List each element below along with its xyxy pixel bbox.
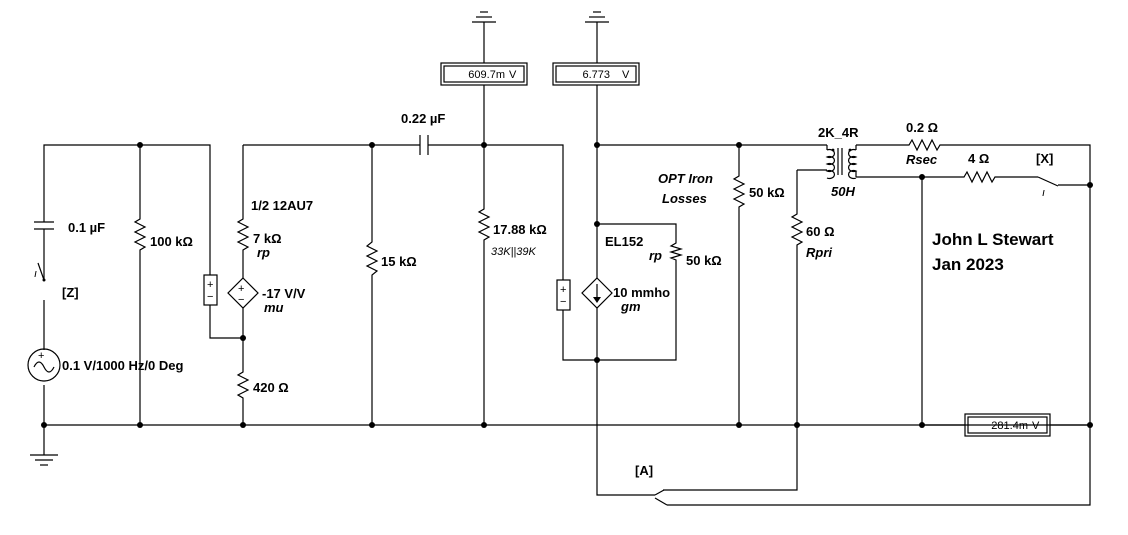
label-switch-x[interactable]: [X]: [1036, 151, 1053, 166]
label-r-grid2: 17.88 kΩ: [493, 222, 547, 237]
label-r-pri-tag: Rpri: [806, 245, 832, 260]
ground-symbol-bottom: [30, 425, 58, 466]
voltmeter-plate-value: 6.773: [582, 69, 610, 81]
ac-source: +: [27, 348, 61, 382]
label-transformer-l: 50H: [831, 184, 855, 199]
junction-dots: [41, 142, 1093, 428]
label-tube2-gm-tag: gm: [620, 299, 641, 314]
capacitor-input: [34, 221, 54, 240]
svg-text:ı: ı: [1042, 187, 1045, 199]
voltmeter-grid: 609.7m V: [440, 62, 528, 86]
switch-z[interactable]: ı: [34, 262, 46, 282]
voltmeter-grid-value: 609.7m: [468, 69, 505, 81]
voltmeter-output-unit: V: [1032, 420, 1040, 432]
voltmeter-plate: 6.773 V: [552, 62, 640, 86]
resistor-rp2: [668, 240, 684, 262]
sense-box-1: + −: [203, 274, 218, 306]
label-tube1-rp: 7 kΩ: [253, 231, 282, 246]
author-date: Jan 2023: [932, 255, 1004, 274]
voltmeter-grid-unit: V: [509, 69, 517, 81]
label-r-sec: 0.2 Ω: [906, 120, 938, 135]
wires: [43, 22, 1091, 506]
label-r-cathode: 420 Ω: [253, 380, 289, 395]
label-switch-a[interactable]: [A]: [635, 463, 653, 478]
resistor-rp1: [236, 215, 250, 255]
label-r-grid1: 100 kΩ: [150, 234, 193, 249]
label-r-load1: 15 kΩ: [381, 254, 417, 269]
label-tube2-gm: 10 mmho: [613, 285, 670, 300]
svg-text:−: −: [238, 294, 244, 306]
svg-text:+: +: [238, 283, 244, 295]
svg-text:+: +: [207, 279, 213, 291]
svg-text:+: +: [38, 350, 44, 362]
resistor-iron-loss: [732, 172, 746, 212]
svg-text:ı: ı: [34, 268, 37, 280]
label-tube2-rp-tag: rp: [649, 248, 662, 263]
sense-box-2: + −: [556, 279, 571, 311]
ground-symbol-meter2: [585, 11, 609, 23]
ground-symbol-meter1: [472, 11, 496, 23]
resistor-rpri: [790, 210, 804, 250]
voltmeter-output: 281.4m V: [964, 413, 1051, 437]
label-tube2-name: EL152: [605, 234, 643, 249]
label-r-grid2-note: 33K||39K: [491, 246, 537, 258]
label-r-iron: 50 kΩ: [749, 185, 785, 200]
label-c-input: 0.1 µF: [68, 220, 105, 235]
label-tube1-rp-tag: rp: [257, 245, 270, 260]
label-tube2-rp: 50 kΩ: [686, 253, 722, 268]
switch-a[interactable]: [654, 489, 668, 506]
resistor-17k88: [477, 205, 491, 245]
resistor-15k: [365, 238, 379, 280]
resistor-speaker: [960, 170, 1000, 184]
resistor-rsec: [905, 138, 945, 152]
label-tube1-mu-tag: mu: [264, 300, 284, 315]
output-transformer: [825, 145, 858, 180]
voltmeter-output-value: 281.4m: [991, 420, 1028, 432]
svg-text:+: +: [560, 284, 566, 296]
label-source: 0.1 V/1000 Hz/0 Deg: [62, 358, 183, 373]
label-tube1-name: 1/2 12AU7: [251, 198, 313, 213]
label-opt-line2: Losses: [662, 191, 707, 206]
label-opt-line1: OPT Iron: [658, 171, 713, 186]
vccs-gm-source: [581, 277, 613, 309]
label-transformer: 2K_4R: [818, 125, 859, 140]
voltmeter-plate-unit: V: [622, 69, 630, 81]
author-name: John L Stewart: [932, 230, 1054, 249]
label-r-sec-tag: Rsec: [906, 152, 938, 167]
svg-text:−: −: [560, 296, 566, 308]
label-r-pri: 60 Ω: [806, 224, 835, 239]
resistor-100k: [133, 215, 147, 255]
resistor-420: [236, 368, 250, 403]
label-c-coupling: 0.22 µF: [401, 111, 445, 126]
switch-x[interactable]: ı: [1037, 176, 1059, 199]
label-switch-z[interactable]: [Z]: [62, 285, 79, 300]
label-tube1-mu-value: -17 V/V: [262, 286, 306, 301]
label-r-speaker: 4 Ω: [968, 151, 989, 166]
capacitor-coupling: [419, 135, 430, 155]
vcvs-mu-source: + −: [227, 277, 259, 309]
svg-text:−: −: [207, 291, 213, 303]
